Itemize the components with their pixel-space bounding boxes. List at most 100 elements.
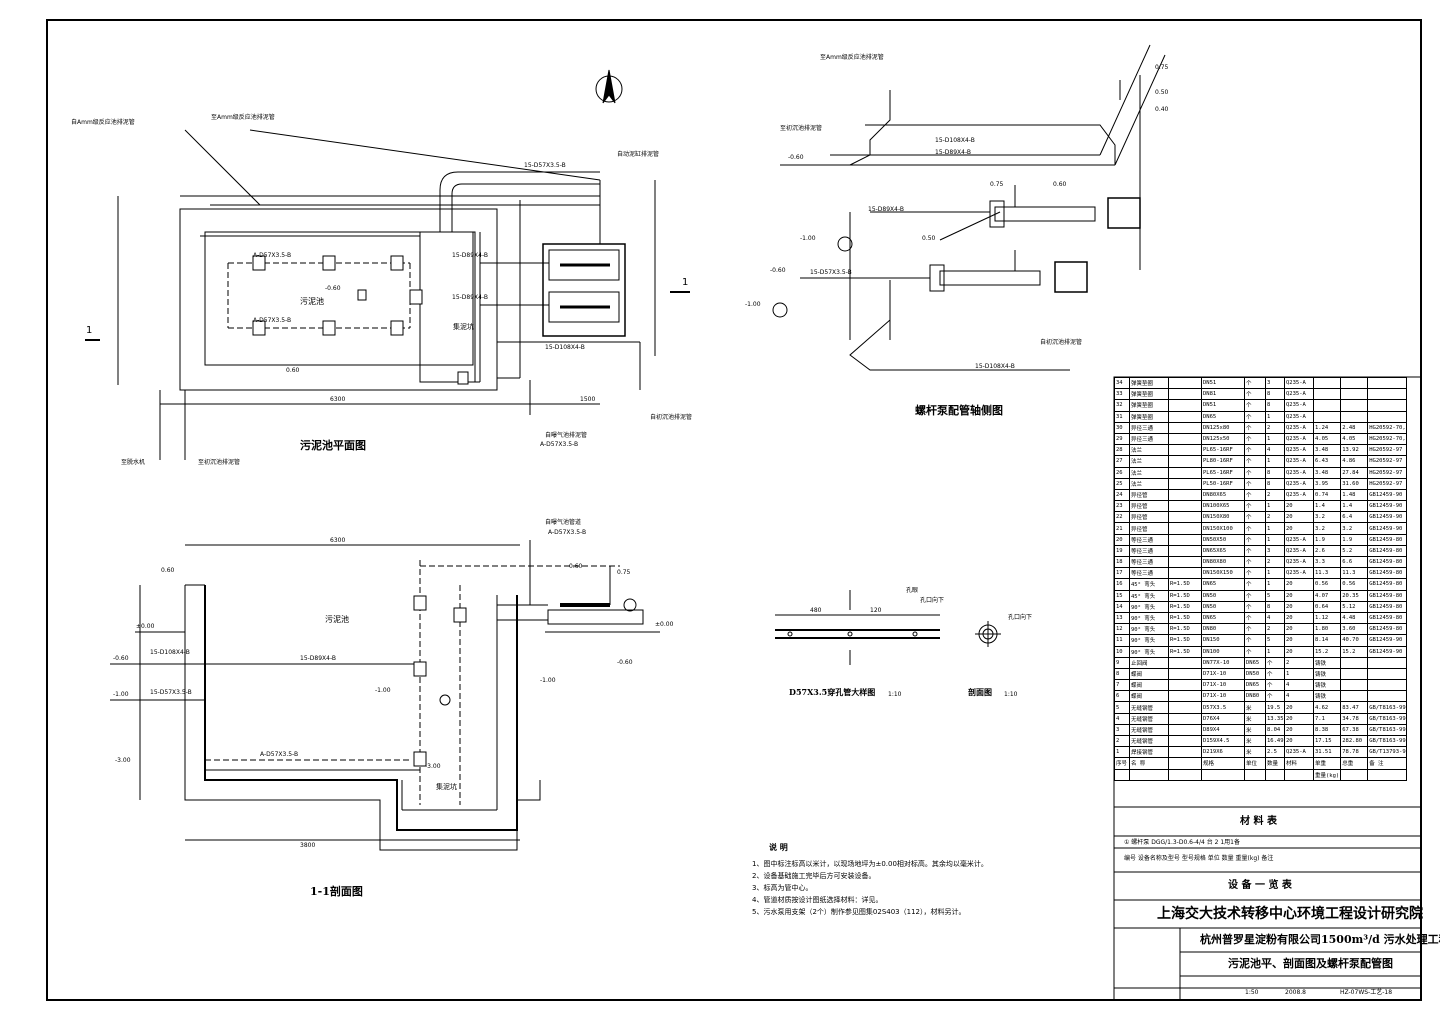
material-cell [1168,399,1202,412]
material-cell: 8 [1265,600,1285,613]
material-cell: 异径三通 [1129,421,1169,434]
material-cell: 2.6 [1312,544,1342,558]
material-cell: 15.2 [1312,645,1342,658]
axon-label-2: 至初沉池排泥管 [780,125,823,132]
material-cell: 1.9 [1340,533,1369,546]
material-cell: 33 [1114,388,1130,401]
plan-dim-3: 0.60 [286,367,300,374]
section-view [110,540,660,851]
plan-label-4: 自初沉池排泥管 [650,414,693,421]
material-cell: D159X4.5 [1201,734,1245,748]
material-cell: 等径三通 [1129,544,1169,558]
material-header-cell: 单位 [1244,757,1266,770]
material-cell: 5.12 [1340,600,1369,613]
material-cell: GB12459-90 [1367,522,1408,535]
material-cell [1312,388,1342,401]
material-cell: 25 [1114,477,1130,490]
material-cell: 20 [1284,712,1314,725]
material-cell: 弹簧垫圈 [1129,410,1169,423]
material-cell [1340,410,1369,423]
material-weight-row: 重量(kg) [1114,768,1408,781]
material-cell: GB12459-80 [1367,567,1408,580]
axon-pipe-4: 15-D57X3.5-B [810,269,852,276]
material-cell [1367,690,1408,703]
material-weight-cell [1129,768,1169,781]
material-cell: 90° 弯头 [1129,600,1169,613]
material-cell: GB12459-90 [1367,500,1408,513]
material-cell: 13.92 [1340,444,1369,457]
material-weight-cell [1367,768,1408,781]
material-cell [1168,723,1202,737]
material-cell: 个 [1244,477,1266,490]
material-cell: 45° 弯头 [1129,578,1169,591]
material-cell: PL65-16RF [1201,444,1245,457]
detail-label-2: 孔口向下 [920,597,945,604]
note-item: 2、设备基础施工完毕后方可安装设备。 [752,872,876,880]
material-cell [1168,455,1202,468]
material-cell: 无缝钢管 [1129,734,1169,748]
material-cell: Q235-A [1284,421,1314,434]
detail-label-3: 孔口向下 [1008,614,1033,621]
material-cell [1340,656,1369,669]
section-elev-6: -3.00 [115,757,131,764]
material-cell: DN65 [1244,656,1266,669]
material-cell: GB/T8163-99 [1367,723,1408,737]
material-header-cell: 名 称 [1129,757,1169,770]
plan-elev: -0.60 [325,285,341,292]
detail-dim-1: 480 [810,607,822,614]
material-cell [1367,679,1408,692]
material-cell: DN150X80 [1201,511,1245,524]
material-cell: 4.48 [1340,611,1369,625]
plan-label-1: 自Amm级反应池排泥管 [71,119,135,126]
material-cell: 282.80 [1340,734,1369,748]
material-cell [1340,399,1369,412]
equipment-header: 编号 设备名称及型号 型号规格 单位 数量 重量(kg) 备注 [1124,855,1274,862]
material-cell: GB/T8163-99 [1367,712,1408,725]
material-cell [1168,477,1202,490]
material-weight-cell [1340,768,1369,781]
material-cell [1168,567,1202,580]
plan-pipe-4: 15-D108X4-B [545,344,585,351]
material-cell [1168,488,1202,502]
material-cell: 20 [1284,500,1314,513]
material-cell: DN50X50 [1201,533,1245,546]
material-cell: Q235-A [1284,533,1314,546]
material-cell: DN125x50 [1201,432,1245,446]
material-cell: R=1.5D [1168,578,1202,591]
material-cell: 4.05 [1340,432,1369,446]
axon-elev-3: -0.60 [770,267,786,274]
material-cell: R=1.5D [1168,645,1202,658]
material-cell: 5.2 [1340,544,1369,558]
material-cell: 异径管 [1129,500,1169,513]
material-cell: 9 [1114,656,1130,669]
material-cell: 29 [1114,432,1130,446]
material-cell: 8 [1265,466,1285,479]
material-cell: 焊接钢管 [1129,746,1169,759]
material-cell: 个 [1265,679,1285,692]
material-cell: 个 [1244,421,1266,434]
material-cell: GB12459-80 [1367,555,1408,569]
material-cell: 4.07 [1312,589,1342,602]
material-cell: 蝶阀 [1129,667,1169,681]
section-pipe-3: 15-D57X3.5-B [150,689,192,696]
material-cell: DN51 [1201,399,1245,412]
material-header-row: 序号名 称规格单位数量材料单重总重备 注 [1114,757,1408,770]
material-cell: DN80 [1201,623,1245,636]
material-cell [1367,376,1408,390]
material-cell: GB12459-80 [1367,589,1408,602]
material-header-cell [1168,757,1202,770]
material-cell: 13 [1114,611,1130,625]
material-cell: DN77X-10 [1201,656,1245,669]
material-cell: 个 [1265,690,1285,703]
material-cell: 1.80 [1312,623,1342,636]
material-cell: 18 [1114,555,1130,569]
material-cell: 个 [1244,634,1266,647]
material-cell: 20 [1284,600,1314,613]
